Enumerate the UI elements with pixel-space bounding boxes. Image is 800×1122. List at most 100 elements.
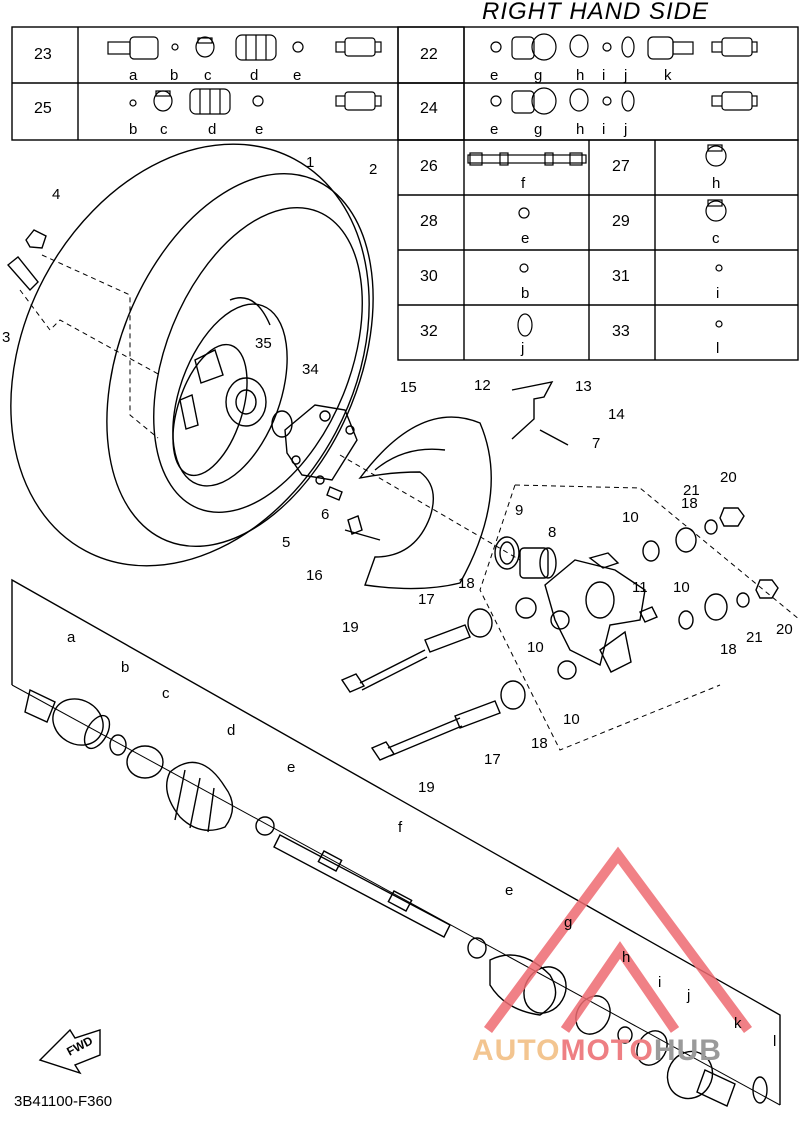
part-callout: 12: [474, 377, 491, 394]
part-callout: 21: [683, 482, 700, 499]
kit-letter: e: [490, 67, 499, 84]
part-callout: 10: [527, 639, 544, 656]
part-callout: 18: [458, 575, 475, 592]
part-callout: 19: [342, 619, 359, 636]
watermark-logo: [483, 846, 753, 1033]
part-callout: 18: [531, 735, 548, 752]
kit-letter: g: [534, 121, 543, 138]
part-callout: 13: [575, 378, 592, 395]
part-callout: 18: [720, 641, 737, 658]
kit-letter: k: [664, 67, 672, 84]
kit-letter: j: [624, 67, 628, 84]
kit-letter: i: [602, 67, 606, 84]
kit-letter: i: [602, 121, 606, 138]
part-callout: 18: [681, 495, 698, 512]
kit-letter: e: [293, 67, 302, 84]
kit-letter: l: [716, 340, 720, 357]
shaft-letter: d: [227, 722, 236, 739]
shaft-letter: g: [564, 914, 573, 931]
kit-number: 22: [420, 46, 438, 63]
kit-number: 27: [612, 158, 630, 175]
part-callout: 5: [282, 534, 291, 551]
kit-number: 26: [420, 158, 438, 175]
kit-number: 31: [612, 268, 630, 285]
kit-number: 23: [34, 46, 52, 63]
valve-stem: [6, 229, 47, 292]
drive-shaft-group: [11, 578, 781, 1107]
kit-letter: f: [521, 175, 526, 192]
kit-letter: b: [170, 67, 179, 84]
shaft-letter: e: [505, 882, 514, 899]
kit-letter: d: [250, 67, 259, 84]
part-callout: 11: [632, 579, 648, 596]
shaft-letter: i: [658, 974, 662, 991]
knuckle: [544, 552, 646, 673]
shaft-letter: a: [67, 629, 76, 646]
kit-letter: b: [129, 121, 138, 138]
kit-letter: j: [521, 340, 525, 357]
part-callout: 19: [418, 779, 435, 796]
kit-letter: c: [160, 121, 168, 138]
kit-number: 29: [612, 213, 630, 230]
kit-letter: i: [716, 285, 720, 302]
part-callout: 20: [720, 469, 737, 486]
part-callout: 3: [2, 329, 11, 346]
kit-number: 32: [420, 323, 438, 340]
brake-disc: [358, 416, 492, 590]
kit-number: 24: [420, 100, 438, 117]
tire-assembly: [10, 143, 374, 567]
kit-letter: h: [576, 67, 585, 84]
kit-letter: e: [521, 230, 530, 247]
kit-letter: d: [208, 121, 217, 138]
kit-letter: c: [712, 230, 720, 247]
part-callout: 8: [548, 524, 557, 541]
kit-letter: c: [204, 67, 212, 84]
sensor-bracket: [511, 381, 569, 446]
part-callout: 9: [515, 502, 524, 519]
kit-small-icons: [467, 144, 727, 337]
kit-letter: h: [712, 175, 721, 192]
part-callout: 4: [52, 186, 61, 203]
part-callout: 1: [306, 154, 315, 171]
part-callout: 15: [400, 379, 417, 396]
kit-25-icons: [129, 88, 382, 115]
kit-table-small: [397, 139, 799, 361]
diagram-code: 3B41100-F360: [14, 1093, 113, 1110]
shaft-letter: k: [734, 1015, 742, 1032]
part-callout: 16: [306, 567, 323, 584]
kit-22-icons: [490, 33, 758, 61]
kit-letter: g: [534, 67, 543, 84]
bolts: [340, 515, 501, 761]
shaft-letter: e: [287, 759, 296, 776]
part-callout: 6: [321, 506, 330, 523]
part-callout: 2: [369, 161, 378, 178]
wheel-hub: [225, 377, 358, 501]
page-title: RIGHT HAND SIDE: [482, 0, 710, 25]
shaft-letter: b: [121, 659, 130, 676]
kit-letter: e: [255, 121, 264, 138]
fwd-arrow: [38, 1028, 101, 1075]
bearing-stack: [467, 507, 779, 710]
watermark-text: AUTOMOTOHUB: [472, 1034, 722, 1067]
shaft-letter: l: [773, 1033, 777, 1050]
kit-letter: h: [576, 121, 585, 138]
part-callout: 7: [592, 435, 601, 452]
part-callout: 20: [776, 621, 793, 638]
part-callout: 17: [484, 751, 501, 768]
kit-letter: a: [129, 67, 138, 84]
kit-number: 25: [34, 100, 52, 117]
shaft-letter: c: [162, 685, 170, 702]
shaft-letter: f: [398, 819, 403, 836]
kit-number: 33: [612, 323, 630, 340]
part-callout: 14: [608, 406, 625, 423]
part-callout: 10: [622, 509, 639, 526]
part-callout: 10: [563, 711, 580, 728]
leader-dashes: [19, 254, 800, 751]
kit-letter: e: [490, 121, 499, 138]
part-callout: 17: [418, 591, 435, 608]
kit-number: 30: [420, 268, 438, 285]
part-callout: 10: [673, 579, 690, 596]
kit-number: 28: [420, 213, 438, 230]
part-callout: 35: [255, 335, 272, 352]
